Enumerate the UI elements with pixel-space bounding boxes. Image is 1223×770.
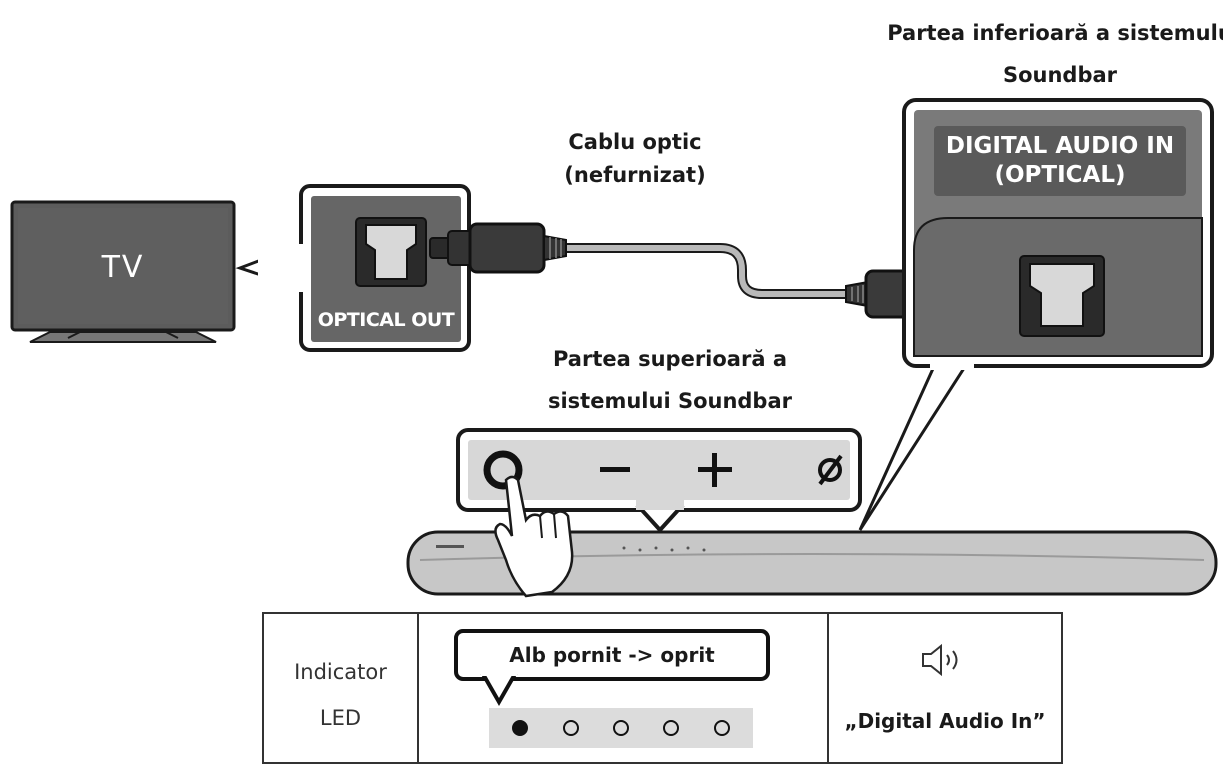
- tv-optical-port-panel: [258, 184, 471, 352]
- volume-down-icon: [600, 467, 630, 472]
- led-dot: [612, 720, 629, 736]
- soundbar-top-caption-line2: sistemului Soundbar: [547, 389, 792, 413]
- cable-caption-line1: Cablu optic: [568, 130, 702, 154]
- tv-label: TV: [101, 250, 145, 285]
- soundbar-top-caption: Partea superioară a sistemului Soundbar: [520, 338, 820, 422]
- callout-wedge: [858, 360, 971, 531]
- led-dot: [562, 720, 579, 736]
- digital-audio-in-line2: (OPTICAL): [994, 161, 1126, 188]
- cable-caption: Cablu optic (nefurnizat): [520, 126, 750, 191]
- digital-audio-in-line1: DIGITAL AUDIO IN: [945, 133, 1175, 159]
- optical-cable: [429, 222, 981, 319]
- soundbar-top-caption-line1: Partea superioară a: [552, 347, 787, 371]
- soundbar-bottom-caption-line2: Soundbar: [1002, 63, 1118, 87]
- led-label-line1: Indicator: [294, 660, 387, 684]
- soundbar-bottom-caption-line1: Partea inferioară a sistemulu: [887, 21, 1223, 45]
- power-button-icon: [483, 450, 523, 490]
- hand-icon: [494, 475, 574, 598]
- led-label-cell: Indicator LED: [264, 614, 419, 762]
- led-dot: [512, 720, 529, 736]
- soundbar-top-controls: [456, 428, 862, 533]
- led-strip: [489, 708, 753, 748]
- cable-caption-line2: (nefurnizat): [564, 162, 706, 187]
- speaker-icon: [922, 643, 958, 677]
- mic-off-icon: [818, 458, 842, 482]
- led-dot: [663, 720, 680, 736]
- optical-out-label: OPTICAL OUT: [317, 309, 455, 331]
- bubble-pointer: [480, 674, 518, 707]
- mode-cell: „Digital Audio In”: [829, 614, 1061, 762]
- mode-label: „Digital Audio In”: [844, 709, 1046, 733]
- led-label-line2: LED: [319, 706, 362, 730]
- soundbar-bottom-caption: Partea inferioară a sistemulu Soundbar: [880, 12, 1223, 96]
- led-indicator-table: Indicator LED Alb pornit -> oprit „Digit…: [262, 612, 1063, 764]
- digital-audio-in-label: DIGITAL AUDIO IN (OPTICAL): [934, 132, 1186, 190]
- led-status-cell: Alb pornit -> oprit: [419, 614, 829, 762]
- led-dot: [713, 720, 730, 736]
- led-status-bubble: Alb pornit -> oprit: [454, 629, 770, 681]
- soundbar-bottom-panel: [902, 98, 1214, 370]
- tv-icon: [10, 200, 236, 343]
